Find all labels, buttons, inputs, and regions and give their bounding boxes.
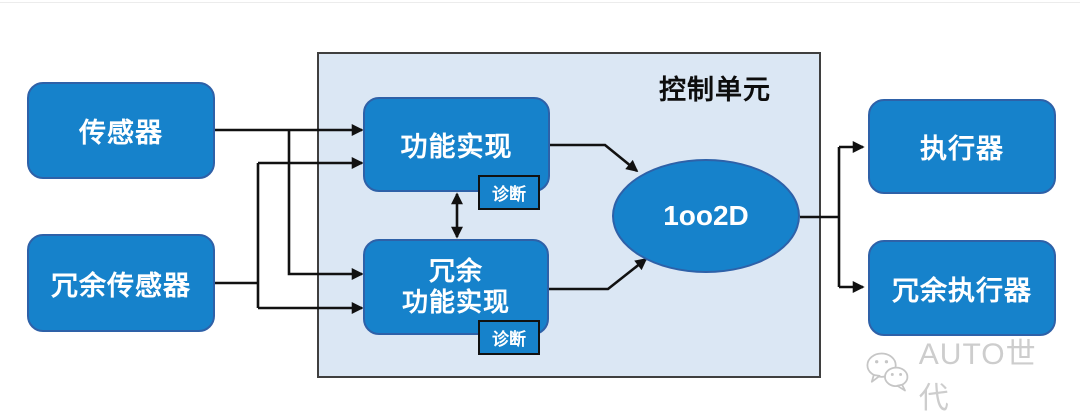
top-divider-line (0, 2, 1080, 3)
control-unit-label: 控制单元 (659, 75, 771, 105)
redundant-sensor-node: 冗余传感器 (27, 234, 215, 332)
redundant-actuator-label: 冗余执行器 (892, 275, 1032, 306)
redundant-sensor-label: 冗余传感器 (51, 270, 191, 301)
diagnosis-bottom-node: 诊断 (478, 320, 540, 355)
actuator-node: 执行器 (868, 99, 1056, 194)
voter-label: 1oo2D (663, 200, 749, 231)
redundant-function-label-line1: 冗余 (428, 256, 483, 287)
wechat-icon (866, 352, 909, 392)
diagnosis-top-node: 诊断 (478, 175, 540, 210)
redundant-function-label: 冗余 功能实现 (402, 256, 510, 317)
watermark-text: AUTO世代 (918, 338, 1037, 415)
watermark: AUTO世代 (864, 338, 1064, 415)
diagnosis-top-label: 诊断 (492, 185, 526, 204)
function-label: 功能实现 (400, 132, 513, 162)
wire-sensor-to-redundant-function (287, 130, 364, 280)
wire-redundant-function-to-voter (549, 257, 648, 291)
wire-function-to-voter (550, 143, 639, 173)
redundant-actuator-node: 冗余执行器 (868, 240, 1056, 336)
voter-1oo2d-node: 1oo2D (612, 159, 800, 273)
sensor-node: 传感器 (27, 82, 215, 179)
redundant-function-node: 冗余 功能实现 (363, 239, 549, 335)
redundant-function-label-line2: 功能实现 (401, 287, 510, 317)
diagnosis-bottom-label: 诊断 (492, 330, 526, 349)
actuator-label: 执行器 (920, 134, 1004, 164)
sensor-label: 传感器 (79, 118, 163, 148)
